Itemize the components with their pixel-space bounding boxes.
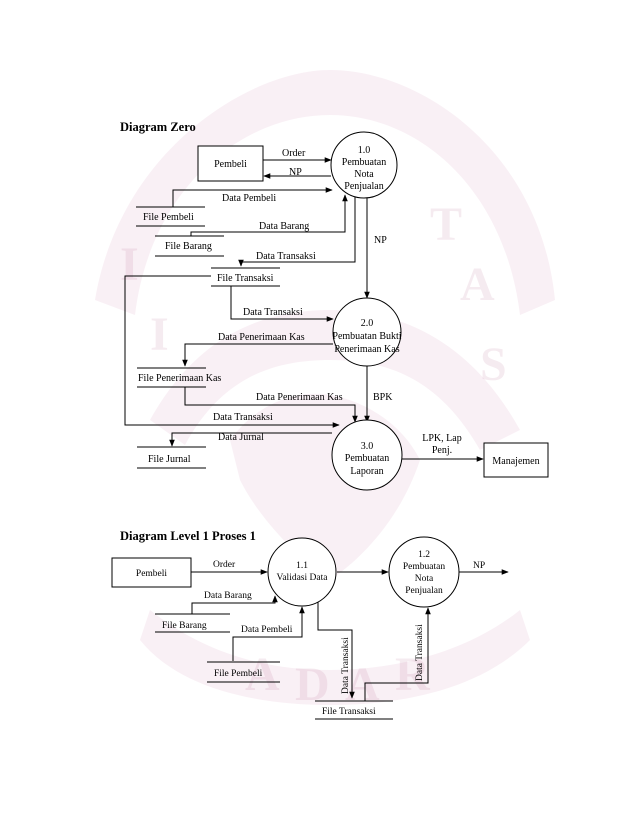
process-1-2: 1.2 Pembuatan Nota Penjualan [388,536,460,608]
diagram-zero-heading: Diagram Zero [120,120,196,134]
diagram-level1-heading: Diagram Level 1 Proses 1 [120,529,256,543]
store-file-pembeli-label: File Pembeli [143,212,194,223]
watermark-letter: D [295,658,330,711]
process-name-line: Nota [354,169,374,180]
flow-data-penerimaan-kas-2-arrow [184,387,358,423]
watermark-letter: A [460,258,495,311]
process-name-line: Penjualan [344,181,383,192]
flow-data-barang-l1-arrow [191,595,278,614]
flow-data-transaksi-1-arrow [238,197,356,267]
store-file-pembeli-l1: File Pembeli [207,661,280,683]
process-name-line: Pembuatan [342,157,386,168]
store-file-barang: File Barang [155,235,224,257]
watermark-letter: A [245,648,280,701]
watermark-letter: R [395,648,431,701]
watermark-letter: S [480,338,507,391]
store-file-barang-l1: File Barang [155,613,230,633]
flow-data-pembeli-l1-arrow [232,606,305,661]
process-number: 1.0 [358,145,371,156]
watermark-letter: I [120,238,139,291]
store-file-pembeli: File Pembeli [136,206,205,227]
store-file-transaksi-l1: File Transaksi [315,700,393,720]
process-name-line: Penerimaan Kas [334,344,399,355]
flow-data-barang-arrow [190,194,348,236]
flow-lpk-label: Penj. [432,445,452,456]
flow-data-jurnal-label: Data Jurnal [218,432,264,443]
flow-lpk-label: LPK, Lap [422,433,461,444]
process-number: 2.0 [361,318,374,329]
process-2-0: 2.0 Pembuatan Bukti Penerimaan Kas [332,297,402,367]
flow-data-transaksi-2-label: Data Transaksi [243,307,303,318]
flow-data-transaksi-l1-1-arrow [317,602,355,699]
entity-pembeli: Pembeli [197,145,264,182]
flow-order-l1-label: Order [213,560,236,570]
flow-data-transaksi-l1-2-arrow [364,607,431,701]
flow-data-pembeli-l1-label: Data Pembeli [241,625,293,635]
flow-data-barang-l1-label: Data Barang [204,591,252,601]
entity-manajemen: Manajemen [483,442,549,478]
watermark-letter: A [345,658,380,711]
store-file-penerimaan-kas-label: File Penerimaan Kas [138,373,221,384]
flow-np-l1-label: NP [473,561,485,571]
process-1-1: 1.1 Validasi Data [267,537,337,607]
store-file-barang-label: File Barang [165,241,212,252]
entity-pembeli-label: Pembeli [214,159,247,170]
store-file-jurnal: File Jurnal [137,446,206,469]
store-file-barang-l1-label: File Barang [162,621,207,631]
process-number: 1.2 [418,550,430,560]
flow-np-back-label: NP [289,167,302,178]
flow-data-pembeli-arrow [172,187,333,207]
entity-manajemen-label: Manajemen [492,456,539,467]
process-number: 3.0 [361,441,374,452]
flow-data-penerimaan-kas-1-arrow [182,343,333,367]
flow-data-penerimaan-kas-1-label: Data Penerimaan Kas [218,332,305,343]
flow-data-transaksi-2-arrow [230,286,334,322]
watermark-seal: I T A S A D A R I [95,70,555,711]
flow-data-jurnal-arrow [169,432,332,447]
store-file-pembeli-l1-label: File Pembeli [214,669,263,679]
flow-data-transaksi-l1-2-label: Data Transaksi [415,624,425,681]
process-name-line: Pembuatan Bukti [332,331,401,342]
flow-data-transaksi-1-label: Data Transaksi [256,251,316,262]
entity-pembeli-l1: Pembeli [111,557,192,588]
store-file-jurnal-label: File Jurnal [148,454,191,465]
flow-data-transaksi-l1-1-label: Data Transaksi [341,637,351,694]
process-1-0: 1.0 Pembuatan Nota Penjualan [330,131,398,199]
store-file-transaksi-l1-label: File Transaksi [322,707,376,717]
flow-data-penerimaan-kas-2-label: Data Penerimaan Kas [256,392,343,403]
watermark-letter: I [150,308,169,361]
flow-data-barang-label: Data Barang [259,221,309,232]
process-3-0: 3.0 Pembuatan Laporan [331,419,403,491]
flow-data-pembeli-label: Data Pembeli [222,193,276,204]
store-file-transaksi: File Transaksi [211,267,280,287]
flow-order-label: Order [282,148,306,159]
process-number: 1.1 [296,561,308,571]
watermark-letter: T [430,198,462,251]
flow-bpk-label: BPK [373,392,393,403]
process-name-line: Pembuatan [345,453,389,464]
store-file-transaksi-label: File Transaksi [217,273,274,284]
store-file-penerimaan-kas: File Penerimaan Kas [137,367,221,388]
process-name-line: Validasi Data [277,573,329,583]
process-name-line: Pembuatan [403,562,445,572]
entity-pembeli-l1-label: Pembeli [136,569,167,579]
flow-data-transaksi-3-arrow [124,275,340,428]
process-name-line: Penjualan [405,586,443,596]
process-name-line: Laporan [350,466,383,477]
flow-data-transaksi-3-label: Data Transaksi [213,412,273,423]
process-name-line: Nota [415,574,434,584]
flow-np-down-label: NP [374,235,387,246]
